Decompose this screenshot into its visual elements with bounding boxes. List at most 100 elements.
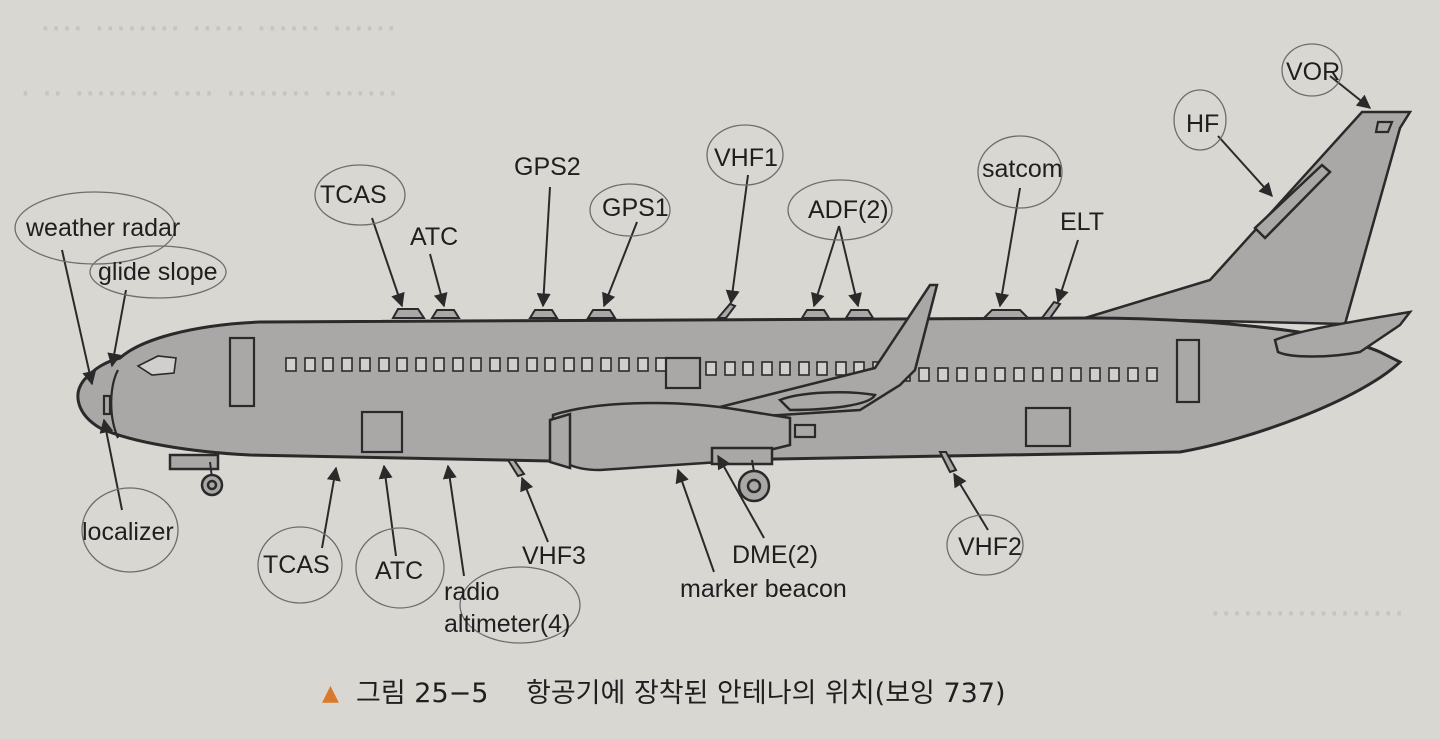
label-weather-radar: weather radar bbox=[25, 214, 180, 242]
figure-caption: ▲ 그림 25−5 항공기에 장착된 안테나의 위치(보잉 737) bbox=[322, 678, 1006, 709]
cabin-window bbox=[938, 368, 948, 381]
hf-leader bbox=[1218, 136, 1272, 196]
cabin-window bbox=[836, 362, 846, 375]
weather-radar-leader bbox=[62, 250, 92, 384]
elt-leader bbox=[1058, 240, 1078, 302]
adf-antenna-2 bbox=[846, 310, 873, 318]
cabin-window bbox=[416, 358, 426, 371]
cabin-window bbox=[508, 358, 518, 371]
cabin-window bbox=[1147, 368, 1157, 381]
tcas-top-antenna bbox=[393, 309, 424, 318]
top-antennas bbox=[393, 302, 1060, 318]
atc-bottom-leader bbox=[384, 466, 396, 556]
cabin-window bbox=[1071, 368, 1081, 381]
cabin-window bbox=[471, 358, 481, 371]
cabin-window bbox=[638, 358, 648, 371]
cabin-window bbox=[323, 358, 333, 371]
label-vhf1: VHF1 bbox=[714, 144, 778, 172]
label-adf2: ADF(2) bbox=[808, 196, 889, 224]
svg-text:···· ········ ····· ······ ···: ···· ········ ····· ······ ······ bbox=[40, 9, 397, 49]
cabin-window bbox=[995, 368, 1005, 381]
vhf1-leader bbox=[731, 175, 748, 303]
radio-altimeter-leader bbox=[448, 466, 464, 576]
label-glide-slope: glide slope bbox=[98, 258, 218, 286]
caption-title: 항공기에 장착된 안테나의 위치(보잉 737) bbox=[526, 678, 1006, 709]
label-dme2: DME(2) bbox=[732, 541, 818, 569]
cabin-window bbox=[656, 358, 666, 371]
label-localizer: localizer bbox=[82, 518, 174, 546]
label-vor: VOR bbox=[1286, 58, 1340, 86]
cabin-window bbox=[601, 358, 611, 371]
vhf3-antenna bbox=[508, 460, 524, 476]
label-gps1: GPS1 bbox=[602, 194, 669, 222]
cabin-window bbox=[286, 358, 296, 371]
main-gear bbox=[712, 448, 772, 501]
cabin-window bbox=[342, 358, 352, 371]
nose-gear bbox=[170, 455, 222, 495]
label-gps2: GPS2 bbox=[514, 153, 581, 181]
cabin-window bbox=[799, 362, 809, 375]
cabin-window bbox=[434, 358, 444, 371]
label-satcom: satcom bbox=[982, 155, 1063, 183]
cabin-window bbox=[360, 358, 370, 371]
cabin-window bbox=[527, 358, 537, 371]
cabin-window bbox=[743, 362, 753, 375]
cabin-window bbox=[379, 358, 389, 371]
engine-inlet bbox=[550, 414, 570, 468]
cabin-window bbox=[1052, 368, 1062, 381]
label-vhf3: VHF3 bbox=[522, 542, 586, 570]
cabin-window bbox=[564, 358, 574, 371]
vhf2-leader bbox=[954, 474, 988, 530]
label-altimeter: altimeter(4) bbox=[444, 610, 570, 638]
satcom-antenna bbox=[984, 310, 1028, 318]
svg-text:··················: ·················· bbox=[1210, 594, 1405, 634]
cabin-window bbox=[706, 362, 716, 375]
label-hf: HF bbox=[1186, 110, 1219, 138]
cabin-window bbox=[1014, 368, 1024, 381]
tcas-top-leader bbox=[372, 218, 402, 306]
adf-leader-1 bbox=[814, 226, 839, 306]
gps1-leader bbox=[604, 222, 637, 306]
gps2-antenna bbox=[530, 310, 557, 318]
cabin-window bbox=[1033, 368, 1043, 381]
label-atc-bottom: ATC bbox=[375, 557, 423, 585]
cabin-window bbox=[490, 358, 500, 371]
cabin-window bbox=[545, 358, 555, 371]
cabin-window bbox=[817, 362, 827, 375]
label-atc-top: ATC bbox=[410, 223, 458, 251]
caption-figure-number: 그림 25−5 bbox=[356, 678, 488, 709]
adf-leader-2 bbox=[839, 226, 858, 306]
gps1-antenna bbox=[588, 310, 615, 318]
cabin-window bbox=[957, 368, 967, 381]
svg-text:· ·· ········ ···· ········ ·: · ·· ········ ···· ········ ······· bbox=[20, 74, 398, 114]
vhf1-antenna bbox=[718, 304, 735, 318]
label-radio: radio bbox=[444, 578, 500, 606]
cabin-window bbox=[582, 358, 592, 371]
cabin-window bbox=[1090, 368, 1100, 381]
cabin-window bbox=[305, 358, 315, 371]
cabin-window bbox=[397, 358, 407, 371]
marker-beacon-leader bbox=[678, 470, 714, 572]
atc-top-leader bbox=[430, 254, 444, 306]
cabin-window bbox=[762, 362, 772, 375]
vhf3-leader bbox=[522, 478, 548, 542]
gps2-leader bbox=[543, 187, 550, 306]
cabin-window bbox=[1109, 368, 1119, 381]
label-elt: ELT bbox=[1060, 208, 1104, 236]
tcas-bottom-leader bbox=[322, 468, 336, 548]
elt-antenna bbox=[1042, 302, 1060, 318]
adf-antenna-1 bbox=[802, 310, 829, 318]
cabin-window bbox=[453, 358, 463, 371]
atc-top-antenna bbox=[432, 310, 459, 318]
vertical-tail bbox=[1085, 112, 1410, 324]
caption-marker: ▲ bbox=[322, 681, 339, 706]
label-tcas-bottom: TCAS bbox=[263, 551, 330, 579]
cabin-window bbox=[780, 362, 790, 375]
label-vhf2: VHF2 bbox=[958, 533, 1022, 561]
cabin-window bbox=[976, 368, 986, 381]
cabin-window bbox=[919, 368, 929, 381]
label-tcas-top: TCAS bbox=[320, 181, 387, 209]
label-marker-beacon: marker beacon bbox=[680, 575, 847, 603]
